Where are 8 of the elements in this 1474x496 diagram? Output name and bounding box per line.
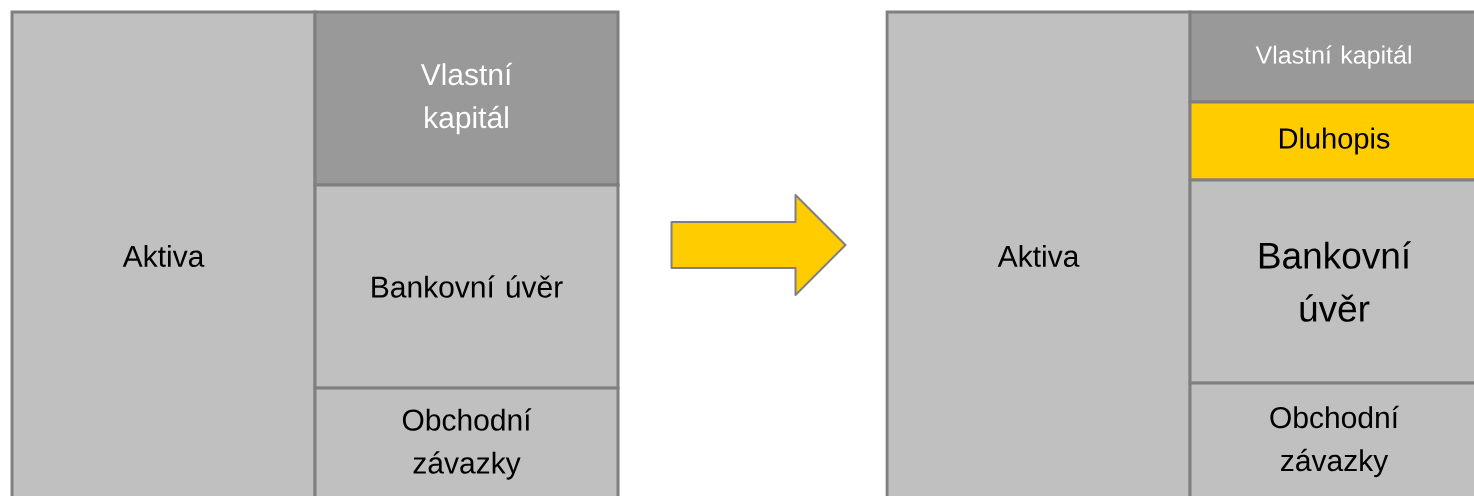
block-arrow	[670, 194, 847, 296]
balance-box: Bankovní úvěr	[313, 183, 620, 390]
balance-box: Obchodní závazky	[1188, 381, 1474, 496]
balance-box: Vlastní kapitál	[1188, 10, 1474, 104]
balance-box: Vlastní kapitál	[313, 10, 620, 187]
balance-box: Bankovní úvěr	[1188, 178, 1474, 385]
balance-box: Dluhopis	[1188, 100, 1474, 182]
balance-box: Obchodní závazky	[313, 386, 620, 496]
